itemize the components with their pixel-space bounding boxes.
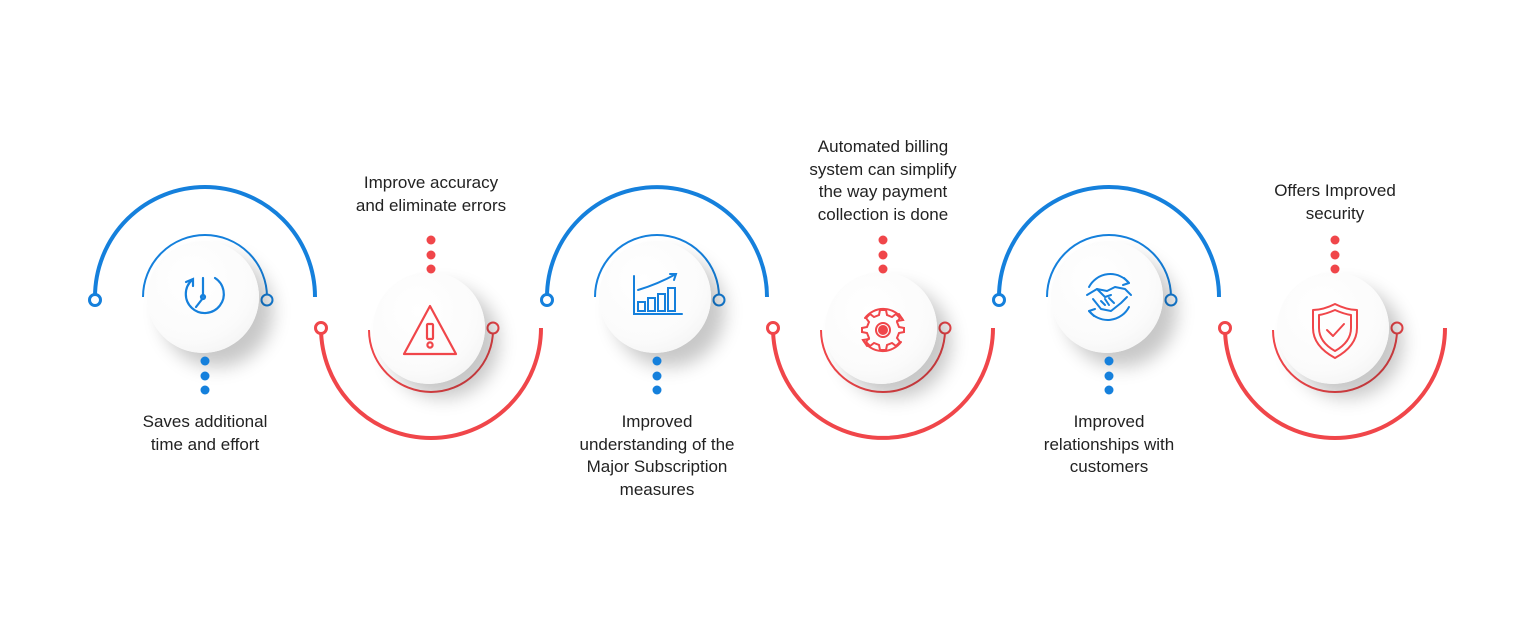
step-6-dots bbox=[1330, 235, 1340, 274]
step-3-arcs bbox=[540, 185, 769, 307]
clock-refresh-icon bbox=[184, 276, 225, 315]
step-3-dots bbox=[652, 356, 662, 395]
step-6-label: Offers Improved security bbox=[1274, 181, 1396, 223]
gear-cycle-icon bbox=[861, 307, 905, 353]
step-1-arcs bbox=[88, 185, 317, 307]
step-1-label: Saves additional time and effort bbox=[142, 412, 268, 454]
step-2-disk bbox=[373, 272, 485, 384]
step-4-arcs bbox=[766, 321, 995, 440]
step-5-label: Improved relationships with customers bbox=[1043, 412, 1175, 476]
handshake-cycle-icon bbox=[1086, 273, 1132, 321]
step-5-dots bbox=[1104, 356, 1114, 395]
growth-bar-chart-icon bbox=[633, 273, 683, 315]
warning-triangle-icon bbox=[402, 304, 458, 356]
step-5-arcs bbox=[992, 185, 1221, 307]
shield-check-icon bbox=[1312, 303, 1358, 359]
step-1-dots bbox=[200, 356, 210, 395]
step-4-label: Automated billing system can simplify th… bbox=[809, 137, 957, 224]
step-6-disk bbox=[1277, 272, 1389, 384]
step-2-label: Improve accuracy and eliminate errors bbox=[355, 173, 507, 215]
step-2-dots bbox=[426, 235, 436, 274]
step-2-arcs bbox=[314, 321, 543, 440]
step-3-label: Improved understanding of the Major Subs… bbox=[579, 412, 735, 499]
step-6-arcs bbox=[1218, 321, 1447, 440]
step-4-dots bbox=[878, 235, 888, 274]
